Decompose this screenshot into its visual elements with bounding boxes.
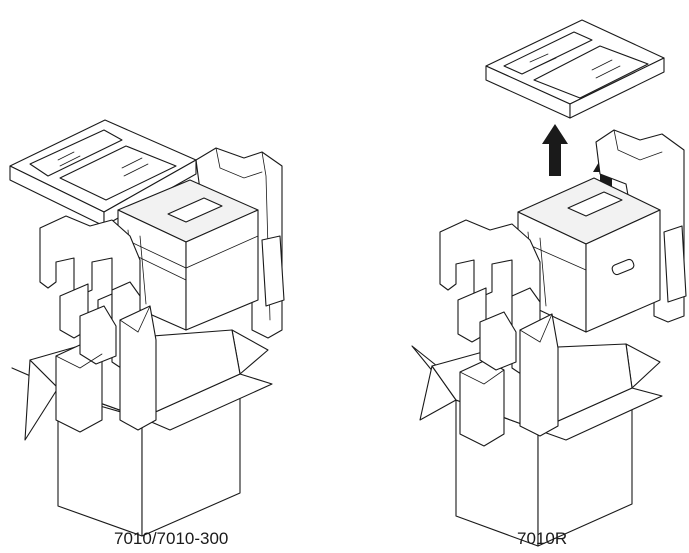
caption-right-model: 7010R [517,529,568,548]
right-foam-endcap-back [595,129,687,323]
right-packaging-assembly [411,19,687,547]
lift-arrow-left [542,124,568,176]
left-packaging-assembly [9,119,285,537]
right-foam-endcap-front [439,219,559,447]
left-foam-endcap-front [39,215,157,433]
right-top-tray-lifted [485,19,665,119]
caption-left-model: 7010/7010-300 [114,529,229,548]
